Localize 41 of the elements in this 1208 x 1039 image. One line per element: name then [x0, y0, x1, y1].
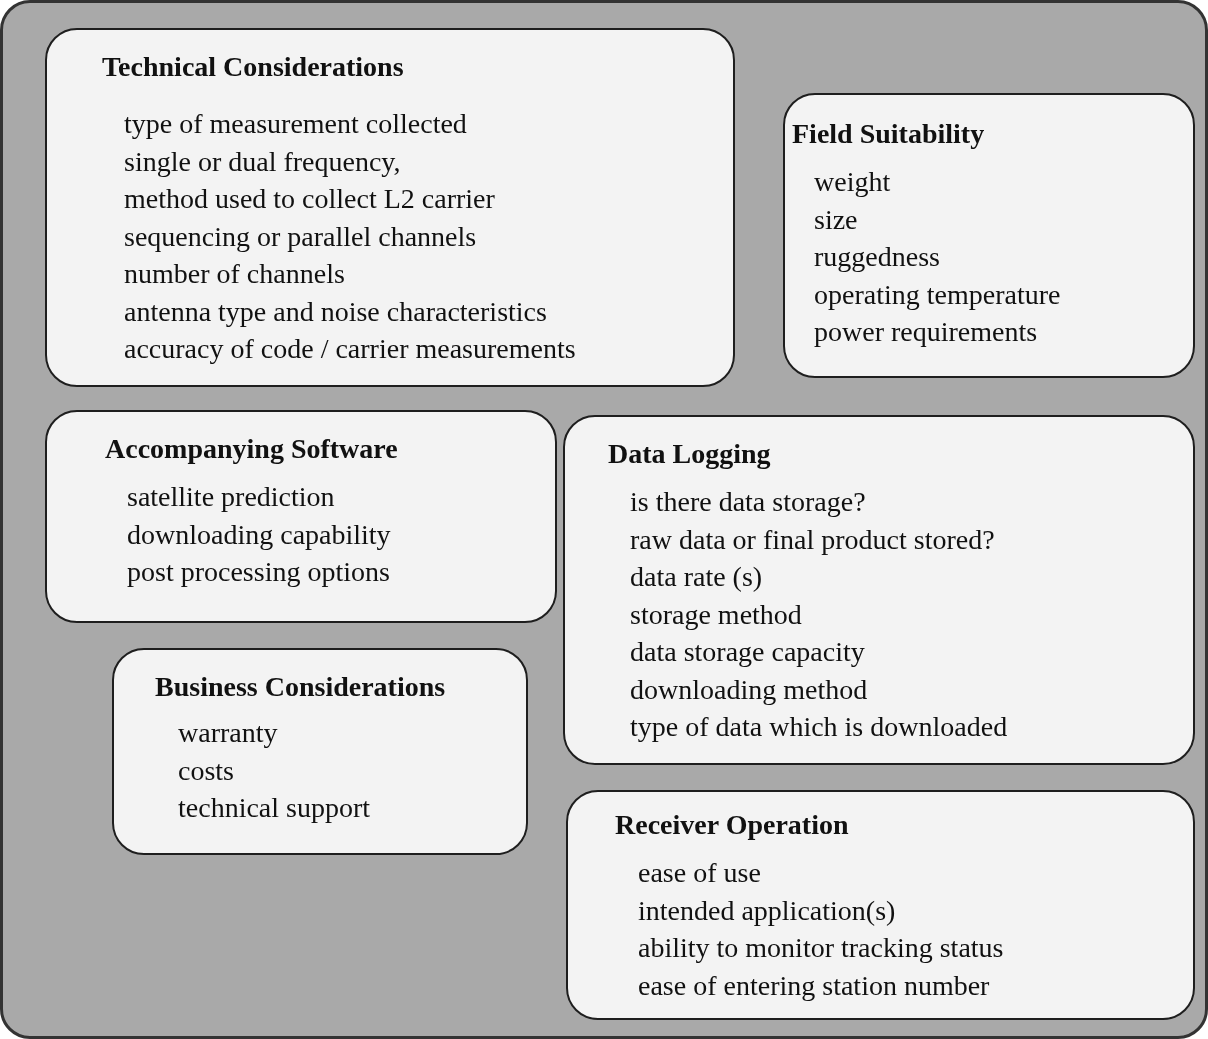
category-box	[783, 93, 1195, 378]
list-item: method used to collect L2 carrier	[124, 182, 495, 216]
list-item: type of measurement collected	[124, 107, 467, 141]
list-item: weight	[814, 165, 891, 199]
list-item: number of channels	[124, 257, 345, 291]
list-item: warranty	[178, 716, 278, 750]
category-box	[566, 790, 1195, 1020]
category-box	[45, 28, 735, 387]
list-item: costs	[178, 753, 234, 788]
box-heading: Technical Considerations	[102, 50, 404, 84]
list-item: size	[814, 202, 858, 237]
list-item: downloading capability	[127, 517, 391, 552]
list-item: post processing options	[127, 555, 390, 589]
list-item: power requirements	[814, 315, 1038, 349]
list-item: ruggedness	[814, 240, 940, 274]
list-item: sequencing or parallel channels	[124, 219, 477, 254]
list-item: single or dual frequency,	[124, 144, 401, 179]
box-heading: Data Logging	[608, 437, 771, 471]
box-heading: Field Suitability	[792, 117, 985, 151]
category-box	[112, 648, 528, 855]
box-heading: Business Considerations	[155, 670, 446, 704]
list-item: raw data or final product stored?	[630, 522, 995, 557]
category-box	[563, 415, 1195, 765]
list-item: storage method	[630, 597, 802, 632]
box-heading: Receiver Operation	[615, 808, 849, 842]
list-item: satellite prediction	[127, 480, 335, 514]
list-item: downloading method	[630, 672, 868, 707]
list-item: ability to monitor tracking status	[638, 931, 1004, 965]
list-item: is there data storage?	[630, 485, 866, 519]
list-item: ease of use	[638, 856, 761, 890]
list-item: intended application(s)	[638, 893, 896, 928]
list-item: antenna type and noise characteristics	[124, 294, 547, 329]
category-box	[45, 410, 557, 623]
list-item: operating temperature	[814, 277, 1061, 312]
list-item: type of data which is downloaded	[630, 710, 1008, 744]
list-item: accuracy of code / carrier measurements	[124, 332, 576, 366]
list-item: data storage capacity	[630, 635, 865, 669]
box-heading: Accompanying Software	[105, 432, 398, 466]
list-item: ease of entering station number	[638, 968, 990, 1003]
list-item: technical support	[178, 791, 371, 825]
list-item: data rate (s)	[630, 560, 763, 594]
